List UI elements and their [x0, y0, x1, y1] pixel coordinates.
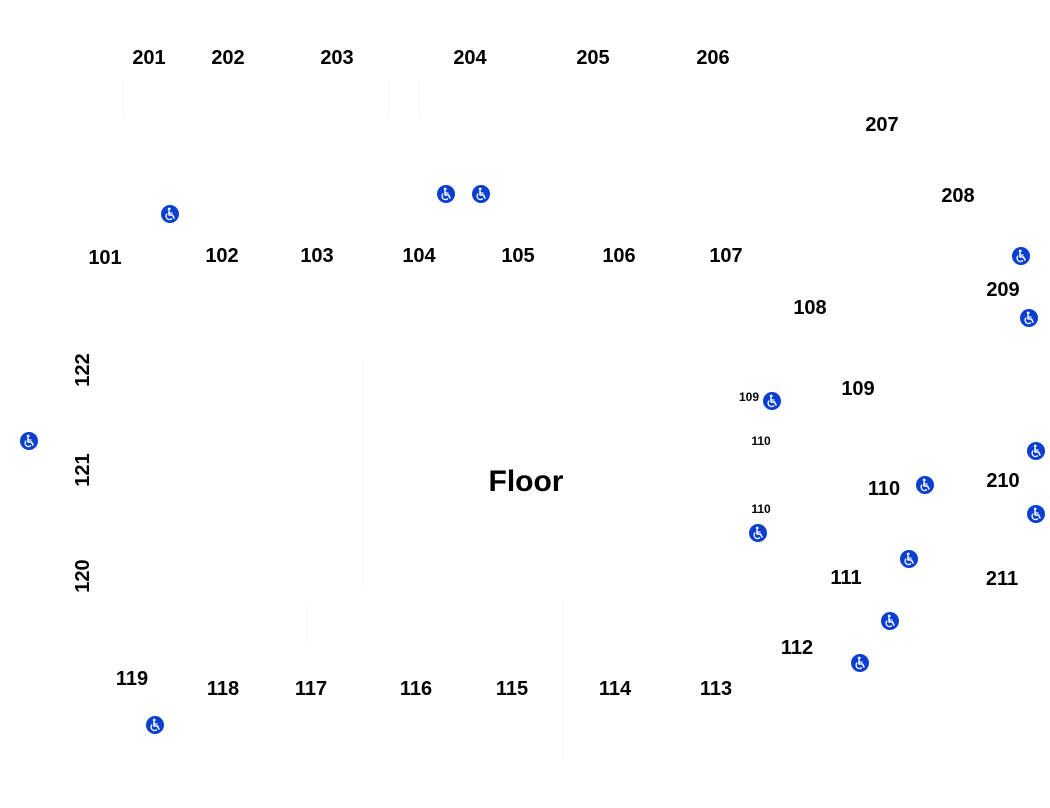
- faint-divider: [563, 600, 564, 760]
- section-111[interactable]: 111: [830, 567, 862, 589]
- floor-section[interactable]: Floor: [488, 465, 564, 498]
- section-110[interactable]: 110: [867, 478, 901, 500]
- section-204[interactable]: 204: [453, 47, 487, 69]
- section-109[interactable]: 109: [841, 378, 875, 400]
- wheelchair-icon: [1020, 309, 1038, 327]
- section-210[interactable]: 210: [986, 470, 1020, 492]
- section-112[interactable]: 112: [780, 637, 814, 659]
- section-119[interactable]: 119: [115, 668, 149, 690]
- section-203[interactable]: 203: [320, 47, 354, 69]
- section-201[interactable]: 201: [132, 47, 166, 69]
- faint-divider: [419, 80, 420, 114]
- section-114[interactable]: 114: [598, 678, 632, 700]
- wheelchair-icon: [161, 205, 179, 223]
- section-118[interactable]: 118: [206, 678, 240, 700]
- section-102[interactable]: 102: [205, 245, 239, 267]
- section-104[interactable]: 104: [402, 245, 436, 267]
- section-205[interactable]: 205: [576, 47, 610, 69]
- wheelchair-icon: [881, 612, 899, 630]
- wheelchair-icon: [916, 476, 934, 494]
- section-202[interactable]: 202: [211, 47, 245, 69]
- wheelchair-icon: [1027, 505, 1045, 523]
- section-211[interactable]: 211: [985, 568, 1019, 590]
- faint-divider: [388, 80, 389, 114]
- section-110-small-a[interactable]: 110: [751, 434, 771, 448]
- section-208[interactable]: 208: [941, 185, 975, 207]
- wheelchair-icon: [900, 550, 918, 568]
- section-105[interactable]: 105: [501, 245, 535, 267]
- wheelchair-icon: [763, 392, 781, 410]
- section-115[interactable]: 115: [495, 678, 529, 700]
- wheelchair-icon: [851, 654, 869, 672]
- section-101[interactable]: 101: [88, 247, 122, 269]
- wheelchair-icon: [437, 185, 455, 203]
- section-108[interactable]: 108: [793, 297, 827, 319]
- section-122[interactable]: 122: [72, 353, 94, 387]
- wheelchair-icon: [20, 432, 38, 450]
- section-103[interactable]: 103: [300, 245, 334, 267]
- section-117[interactable]: 117: [294, 678, 328, 700]
- section-116[interactable]: 116: [399, 678, 433, 700]
- section-209[interactable]: 209: [986, 279, 1020, 301]
- faint-divider: [123, 80, 124, 114]
- wheelchair-icon: [146, 716, 164, 734]
- section-207[interactable]: 207: [865, 114, 899, 136]
- section-113[interactable]: 113: [699, 678, 733, 700]
- wheelchair-icon: [1012, 247, 1030, 265]
- section-121[interactable]: 121: [72, 453, 94, 487]
- section-206[interactable]: 206: [696, 47, 730, 69]
- wheelchair-icon: [749, 524, 767, 542]
- section-120[interactable]: 120: [72, 559, 94, 593]
- section-106[interactable]: 106: [602, 245, 636, 267]
- section-107[interactable]: 107: [709, 245, 743, 267]
- wheelchair-icon: [472, 185, 490, 203]
- faint-divider: [307, 605, 308, 645]
- section-110-small-b[interactable]: 110: [751, 502, 771, 516]
- faint-divider: [363, 360, 364, 590]
- wheelchair-icon: [1027, 442, 1045, 460]
- section-109-small[interactable]: 109: [738, 390, 760, 404]
